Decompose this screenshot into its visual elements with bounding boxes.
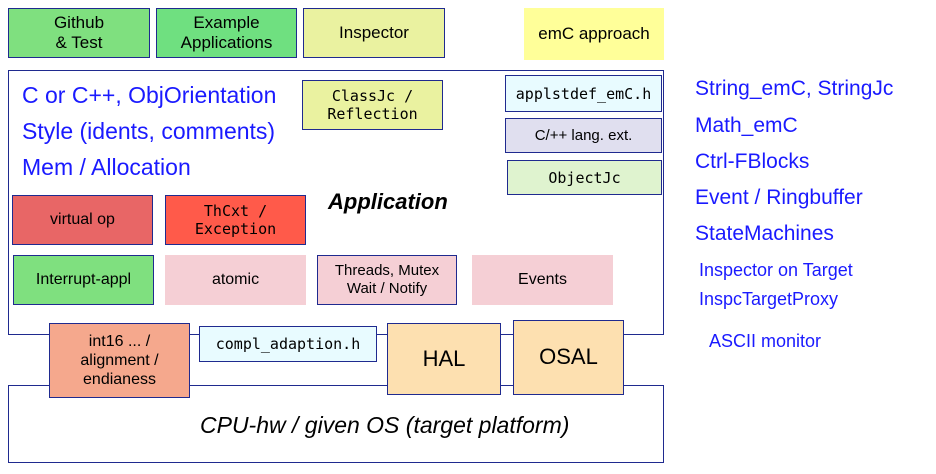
text-style-idents[interactable]: Style (idents, comments) bbox=[22, 118, 276, 144]
int16-alignment-box[interactable]: int16 ... / alignment / endianess bbox=[49, 323, 190, 398]
text-mem-allocation[interactable]: Mem / Allocation bbox=[22, 154, 191, 180]
interrupt-appl-box[interactable]: Interrupt-appl bbox=[13, 255, 154, 305]
platform-box bbox=[8, 385, 664, 463]
objectjc-box[interactable]: ObjectJc bbox=[507, 160, 662, 195]
classjc-reflection-box[interactable]: ClassJc / Reflection bbox=[302, 80, 443, 130]
thcxt-exception-box[interactable]: ThCxt / Exception bbox=[165, 195, 306, 245]
sidebar-item-string-emc[interactable]: String_emC, StringJc bbox=[695, 77, 894, 100]
sidebar-item-inspector-target[interactable]: Inspector on Target bbox=[699, 260, 853, 280]
sidebar-item-math-emc[interactable]: Math_emC bbox=[695, 114, 798, 137]
compl-adaption-box[interactable]: compl_adaption.h bbox=[199, 326, 377, 362]
virtual-op-box[interactable]: virtual op bbox=[12, 195, 153, 245]
osal-box[interactable]: OSAL bbox=[513, 320, 624, 395]
sidebar-item-ctrl-fblocks[interactable]: Ctrl-FBlocks bbox=[695, 150, 810, 173]
applstdef-box[interactable]: applstdef_emC.h bbox=[505, 75, 662, 112]
github-test-button[interactable]: Github & Test bbox=[8, 8, 150, 58]
sidebar-item-ascii-monitor[interactable]: ASCII monitor bbox=[709, 331, 822, 351]
text-c-cpp-objorientation[interactable]: C or C++, ObjOrientation bbox=[22, 82, 277, 108]
lang-ext-box[interactable]: C/++ lang. ext. bbox=[505, 118, 662, 153]
atomic-box[interactable]: atomic bbox=[165, 255, 306, 305]
emc-approach-button[interactable]: emC approach bbox=[524, 8, 664, 60]
threads-mutex-box[interactable]: Threads, Mutex Wait / Notify bbox=[317, 255, 457, 305]
platform-label: CPU-hw / given OS (target platform) bbox=[200, 412, 570, 438]
sidebar-item-inspc-target-proxy[interactable]: InspcTargetProxy bbox=[699, 289, 839, 309]
sidebar-item-statemachines[interactable]: StateMachines bbox=[695, 222, 834, 245]
example-applications-button[interactable]: Example Applications bbox=[156, 8, 297, 58]
inspector-button[interactable]: Inspector bbox=[303, 8, 445, 58]
application-label: Application bbox=[328, 189, 448, 214]
sidebar-item-event-ringbuffer[interactable]: Event / Ringbuffer bbox=[695, 186, 863, 209]
events-box[interactable]: Events bbox=[472, 255, 613, 305]
hal-box[interactable]: HAL bbox=[387, 323, 501, 395]
